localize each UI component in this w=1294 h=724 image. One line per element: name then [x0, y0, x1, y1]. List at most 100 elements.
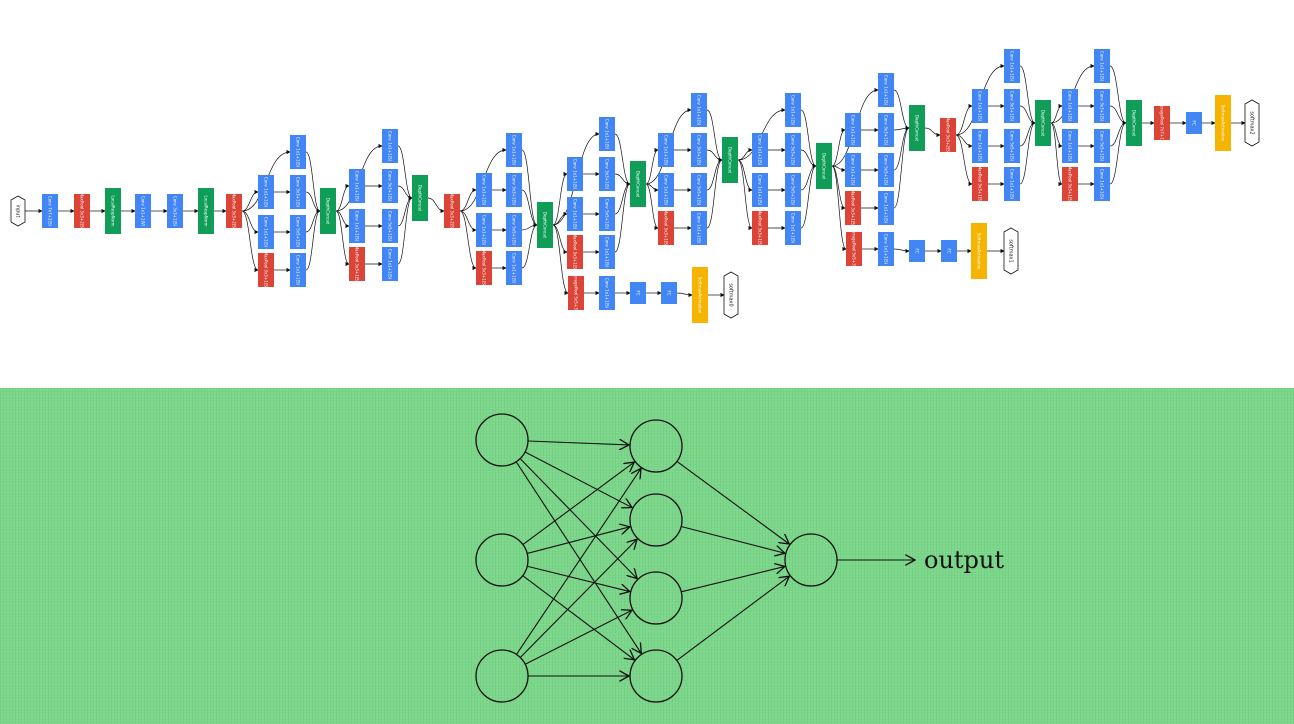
block-label: SoftmaxActivation — [698, 277, 703, 314]
conv-block: Conv 1x1+1(S) — [599, 235, 615, 269]
flow-arrow — [459, 187, 477, 212]
neural-network-diagram: output — [475, 413, 1004, 703]
depthconcat-block: DepthConcat — [320, 188, 336, 234]
block-label: FC — [1192, 120, 1197, 125]
flow-arrow — [645, 147, 659, 185]
block-label: AveragePool 5x5+3(V) — [852, 226, 857, 272]
flow-arrow — [335, 210, 350, 267]
pool-block: MaxPool 3x3+1(S) — [258, 252, 274, 289]
block-label: Conv 7x7+2(S) — [48, 196, 53, 227]
block-label: Conv 3x3+1(S) — [296, 177, 301, 208]
norm-block: LocalRespNorm — [105, 188, 121, 234]
flow-arrow — [831, 165, 846, 173]
block-label: Conv 1x1+1(S) — [697, 213, 702, 244]
block-label: Conv 5x5+1(S) — [884, 155, 889, 186]
flow-arrow — [645, 183, 659, 231]
block-label: Conv 1x1+1(S) — [758, 175, 763, 206]
conv-block: Conv 1x1+1(S) — [878, 73, 894, 107]
googlenet-diagram-panel: input Conv 7x7+2(S) MaxPool 3x3+2(S) LocalR… — [10, 49, 1260, 323]
connection-arrow — [527, 441, 629, 445]
block-label: Conv 1x1+1(S) — [573, 159, 578, 190]
flow-arrow — [893, 248, 910, 254]
flow-arrow — [335, 183, 350, 212]
block-label: MaxPool 3x3+2(S) — [946, 117, 951, 154]
conv-block: Conv 1x1+1(S) — [785, 93, 801, 127]
flow-arrow — [1109, 120, 1127, 185]
block-label: Conv 1x1+1(S) — [978, 131, 983, 162]
conv-block: Conv 1x1+1(S) — [972, 129, 988, 163]
block-label: AveragePool 7x7+1(V) — [1160, 100, 1165, 146]
depthconcat-block: DepthConcat — [537, 202, 553, 248]
conv-block: Conv 1x1+1(S) — [506, 251, 522, 285]
conv-block: Conv 1x1+1(S) — [658, 133, 674, 167]
input-node: input — [10, 195, 26, 227]
softmax-activation-block: SoftmaxActivation — [1215, 95, 1231, 151]
block-label: Conv 3x3+1(S) — [605, 159, 610, 190]
googlenet-architecture-diagram: input Conv 7x7+2(S) MaxPool 3x3+2(S) LocalR… — [10, 49, 1260, 323]
conv-block: Conv 1x1+1(S) — [567, 157, 583, 191]
block-label: DepthConcat — [543, 212, 548, 239]
pool-block: MaxPool 3x3+1(S) — [845, 190, 861, 227]
flow-arrow — [800, 163, 817, 229]
conv-block: Conv 1x1+1(S) — [290, 253, 306, 287]
conv-block: Conv 1x1+1(S) — [382, 129, 398, 163]
connection-arrow — [681, 525, 785, 553]
block-label: Conv 3x3+1(S) — [697, 135, 702, 166]
flow-arrow — [459, 210, 477, 271]
conv-block: Conv 5x5+1(S) — [785, 173, 801, 207]
block-label: Conv 1x1+1(S) — [296, 137, 301, 168]
connection-arrow — [519, 539, 637, 658]
block-label: Conv 1x1+1(S) — [482, 215, 487, 246]
block-label: Conv 5x5+1(S) — [296, 217, 301, 248]
block-label: MaxPool 3x3+1(S) — [758, 210, 763, 247]
softmax0-node: softmax0 — [723, 271, 739, 319]
conv-block: Conv 5x5+1(S) — [382, 209, 398, 243]
hidden-neuron — [629, 493, 683, 547]
block-label: Conv 1x1+1(S) — [573, 199, 578, 230]
block-label: DepthConcat — [822, 153, 827, 180]
pool-block: MaxPool 3x3+2(S) — [444, 193, 460, 230]
conv-block: Conv 5x5+1(S) — [1094, 129, 1110, 163]
pool-block: MaxPool 3x3+1(S) — [1062, 166, 1078, 203]
flow-arrow — [955, 103, 973, 136]
block-label: Conv 1x1+1(S) — [482, 175, 487, 206]
block-label: DepthConcat — [326, 198, 331, 225]
block-label: Conv 1x1+1(S) — [1010, 169, 1015, 200]
connection-arrow — [681, 566, 785, 593]
conv-block: Conv 1x1+1(V) — [135, 194, 151, 228]
block-label: Conv 3x3+1(S) — [1100, 91, 1105, 122]
block-label: Conv 1x1+1(S) — [664, 175, 669, 206]
conv-block: Conv 1x1+1(S) — [878, 232, 894, 266]
block-label: Conv 1x1+1(S) — [264, 177, 269, 208]
block-label: Conv 1x1+1(S) — [296, 255, 301, 286]
flow-arrow — [521, 222, 538, 269]
flow-arrow — [614, 181, 631, 215]
softmax-activation-block: SoftmaxActivation — [692, 267, 708, 323]
connection-arrow — [524, 610, 632, 665]
block-label: Conv 5x5+1(S) — [697, 175, 702, 206]
block-label: Conv 1x1+1(S) — [355, 171, 360, 202]
conv-block: FC — [909, 240, 925, 262]
conv-block: Conv 3x3+1(S) — [1094, 89, 1110, 123]
flow-arrow — [737, 147, 753, 161]
block-label: Conv 1x1+1(S) — [664, 135, 669, 166]
block-label: Conv 1x1+1(S) — [264, 217, 269, 248]
flow-arrow — [1050, 103, 1063, 124]
block-label: Conv 3x3+1(S) — [791, 135, 796, 166]
conv-block: Conv 1x1+1(S) — [476, 173, 492, 207]
block-label: Conv 5x5+1(S) — [1100, 131, 1105, 162]
block-label: FC — [667, 290, 672, 295]
input-neuron — [475, 649, 529, 703]
block-label: DepthConcat — [418, 185, 423, 212]
pool-block: MaxPool 3x3+2(S) — [226, 193, 242, 230]
block-label: Conv 5x5+1(S) — [388, 211, 393, 242]
conv-block: Conv 3x3+1(S) — [506, 173, 522, 207]
conv-block: Conv 1x1+1(S) — [599, 117, 615, 151]
block-label: DepthConcat — [1132, 110, 1137, 137]
conv-block: Conv 1x1+1(S) — [845, 153, 861, 187]
connection-arrow — [676, 460, 789, 544]
connection-arrow — [522, 575, 635, 660]
conv-block: Conv 1x1+1(S) — [382, 247, 398, 281]
block-label: Conv 3x3+1(S) — [1010, 91, 1015, 122]
conv-block: Conv 5x5+1(S) — [506, 213, 522, 247]
